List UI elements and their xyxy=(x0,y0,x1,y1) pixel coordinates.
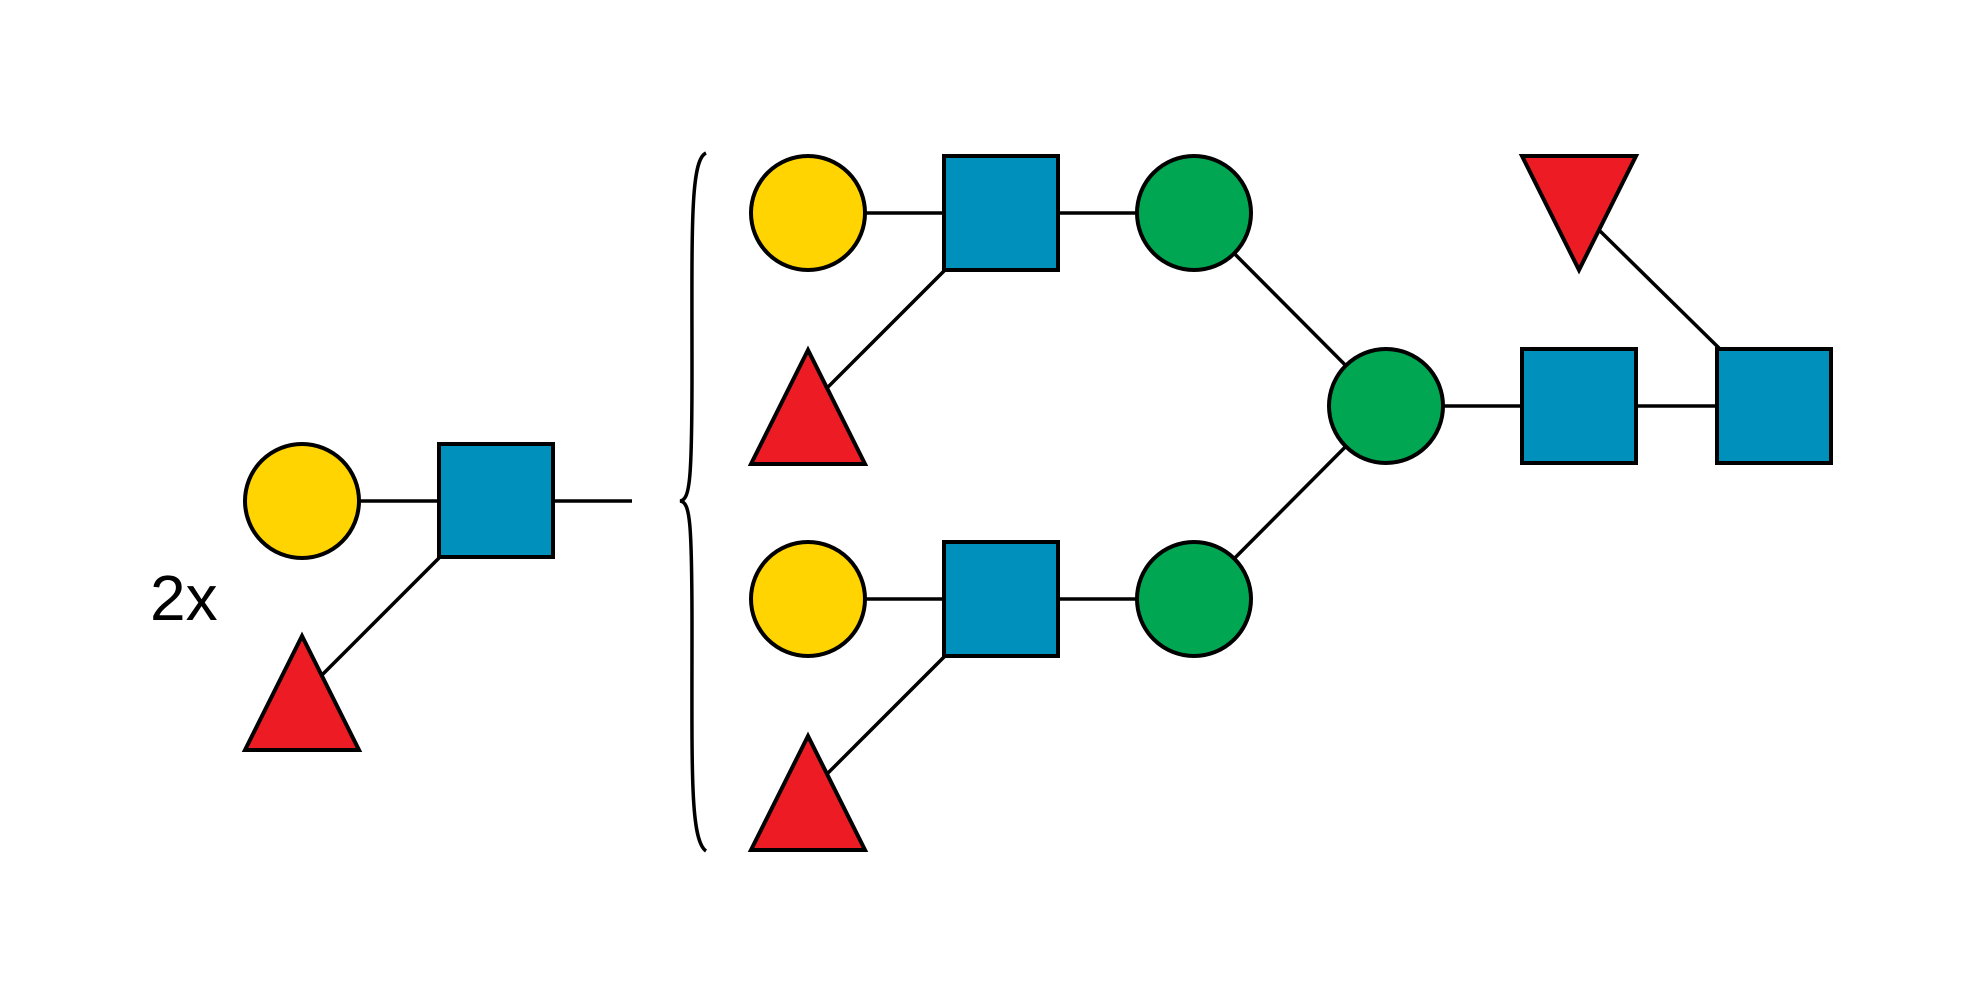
link-lower-glcnac-fuc xyxy=(824,654,947,777)
mannose-circle xyxy=(1135,154,1253,272)
galactose-circle xyxy=(749,540,867,658)
glcnac-square xyxy=(437,442,555,559)
link-rep-glcnac-fuc xyxy=(320,556,441,677)
mannose-circle xyxy=(1327,347,1445,465)
galactose-circle xyxy=(243,442,361,560)
mannose-circle xyxy=(1135,540,1253,658)
glcnac-square xyxy=(942,154,1060,272)
fucose-triangle-down-icon xyxy=(1518,154,1640,275)
fucose-triangle xyxy=(747,731,869,852)
galactose-circle xyxy=(749,154,867,272)
glcnac-square xyxy=(1520,347,1638,465)
repeated-antenna xyxy=(241,442,632,752)
link-reducing-glcnac-core-fuc xyxy=(1598,229,1722,351)
fucose-triangle xyxy=(747,345,869,466)
glcnac-square xyxy=(1715,347,1833,465)
glcnac-square xyxy=(942,540,1060,658)
fucose-triangle xyxy=(241,631,363,752)
multiplier-label: 2x xyxy=(150,562,218,634)
core-structure xyxy=(747,154,1833,852)
link-upper-glcnac-fuc xyxy=(824,268,947,391)
curly-brace xyxy=(679,151,708,853)
